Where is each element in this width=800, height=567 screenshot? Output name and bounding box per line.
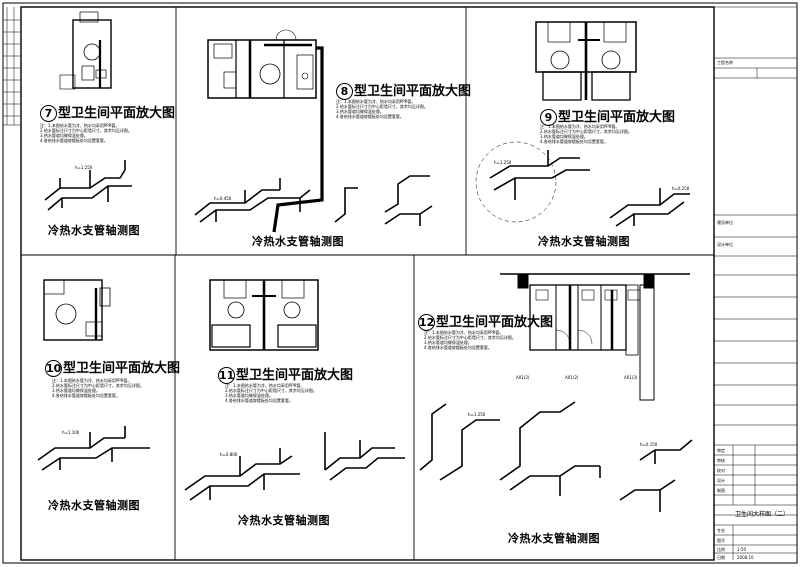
plan-12 xyxy=(500,273,690,401)
panel-num-10: 10 xyxy=(45,360,62,377)
tb-row-3: 审定 xyxy=(717,448,725,453)
note-7-0: 注：1.本图给水管为冷、热水均采用PPR管。 xyxy=(40,123,120,128)
elev-label: h=0.450 xyxy=(214,196,232,201)
title-8-text: 型卫生间平面放大图 xyxy=(354,84,472,99)
tb-row-1: 建设单位 xyxy=(717,220,733,225)
tb-row-8: 专业 xyxy=(717,528,725,533)
panel-dividers xyxy=(21,7,714,560)
room-label-1: A01(2) xyxy=(516,375,530,380)
sheet-date: 2008.10 xyxy=(737,555,754,560)
tb-row-0: 工程名称 xyxy=(717,60,733,65)
title-9-text: 型卫生间平面放大图 xyxy=(558,110,676,125)
notes-9: 注：1.本图给水管为冷、热水均采用PPR管。2.给水管标注尺寸为中心距墙尺寸，其… xyxy=(540,124,632,144)
note-11-1: 2.给水管标注尺寸为中心距墙尺寸，其余均见详图。 xyxy=(225,388,317,393)
note-8-3: 4.各给排水管道穿楼板处均设置套管。 xyxy=(336,114,404,119)
note-7-2: 3.热水管道均做保温处理。 xyxy=(40,133,88,138)
note-10-3: 4.各给排水管道穿楼板处均设置套管。 xyxy=(52,393,120,398)
panel-num-11: 11 xyxy=(218,367,235,384)
room-label-2: A01(2) xyxy=(565,375,579,380)
note-7-1: 2.给水管标注尺寸为中心距墙尺寸，其余均见详图。 xyxy=(40,128,132,133)
elev-label: h=1.250 xyxy=(494,160,512,165)
tb-row-11: 日期 xyxy=(717,555,725,560)
plan-11 xyxy=(209,279,319,351)
tb-row-10: 比例 xyxy=(717,547,725,552)
note-11-3: 4.各给排水管道穿楼板处均设置套管。 xyxy=(225,398,293,403)
note-12-2: 3.热水管道均做保温处理。 xyxy=(424,340,472,345)
notes-8: 注：1.本图给水管为冷、热水均采用PPR管。2.给水管标注尺寸为中心距墙尺寸，其… xyxy=(336,99,428,119)
note-12-3: 4.各给排水管道穿楼板处均设置套管。 xyxy=(424,345,492,350)
tb-row-7: 制图 xyxy=(717,488,725,493)
axo-8 xyxy=(194,175,433,226)
axo-7 xyxy=(44,160,132,211)
plan-8 xyxy=(207,29,324,233)
panel-num-12: 12 xyxy=(418,314,435,331)
notes-10: 注：1.本图给水管为冷、热水均采用PPR管。2.给水管标注尺寸为中心距墙尺寸，其… xyxy=(52,378,144,398)
note-9-2: 3.热水管道均做保温处理。 xyxy=(540,134,588,139)
elev-label: h=1.250 xyxy=(468,412,486,417)
axo-title-12: 冷热水支管轴测图 xyxy=(508,532,600,545)
tb-row-9: 图号 xyxy=(717,538,725,543)
title-block-grid xyxy=(714,6,797,560)
panel-num-7: 7 xyxy=(40,105,57,122)
axo-title-9: 冷热水支管轴测图 xyxy=(538,235,630,248)
plan-9 xyxy=(535,21,637,101)
note-8-2: 3.热水管道均做保温处理。 xyxy=(336,109,384,114)
note-12-1: 2.给水管标注尺寸为中心距墙尺寸，其余均见详图。 xyxy=(424,335,516,340)
tb-row-2: 设计单位 xyxy=(717,242,733,247)
axo-11 xyxy=(184,432,405,501)
note-10-1: 2.给水管标注尺寸为中心距墙尺寸，其余均见详图。 xyxy=(52,383,144,388)
axo-title-11: 冷热水支管轴测图 xyxy=(238,514,330,527)
axo-title-7: 冷热水支管轴测图 xyxy=(48,224,140,237)
axo-title-8: 冷热水支管轴测图 xyxy=(252,235,344,248)
note-9-3: 4.各给排水管道穿楼板处均设置套管。 xyxy=(540,139,608,144)
panel-num-9: 9 xyxy=(540,109,557,126)
title-11-text: 型卫生间平面放大图 xyxy=(236,368,354,383)
note-9-1: 2.给水管标注尺寸为中心距墙尺寸，其余均见详图。 xyxy=(540,129,632,134)
elev-label: h=0.800 xyxy=(220,452,238,457)
title-12-text: 型卫生间平面放大图 xyxy=(436,315,554,330)
elev-label: h=1.250 xyxy=(75,165,93,170)
axo-9 xyxy=(475,141,690,227)
plan-10 xyxy=(43,279,111,341)
axo-10 xyxy=(37,426,150,471)
sheet-scale: 1:50 xyxy=(737,547,746,552)
note-9-0: 注：1.本图给水管为冷、热水均采用PPR管。 xyxy=(540,124,620,129)
elev-label: h=0.150 xyxy=(640,442,658,447)
note-11-2: 3.热水管道均做保温处理。 xyxy=(225,393,273,398)
elev-label: h=1.100 xyxy=(62,430,80,435)
note-10-2: 3.热水管道均做保温处理。 xyxy=(52,388,100,393)
inner-border xyxy=(20,6,715,561)
note-12-0: 注：1.本图给水管为冷、热水均采用PPR管。 xyxy=(424,330,504,335)
plan-7 xyxy=(59,11,112,90)
note-8-0: 注：1.本图给水管为冷、热水均采用PPR管。 xyxy=(336,99,416,104)
panel-num-8: 8 xyxy=(336,83,353,100)
title-10-text: 型卫生间平面放大图 xyxy=(63,361,181,376)
axo-12 xyxy=(419,401,693,512)
note-10-0: 注：1.本图给水管为冷、热水均采用PPR管。 xyxy=(52,378,132,383)
tb-row-6: 设计 xyxy=(717,478,725,483)
room-label-3: A01(3) xyxy=(624,375,638,380)
note-7-3: 4.各给排水管道穿楼板处均设置套管。 xyxy=(40,138,108,143)
title-7-text: 型卫生间平面放大图 xyxy=(58,106,176,121)
notes-11: 注：1.本图给水管为冷、热水均采用PPR管。2.给水管标注尺寸为中心距墙尺寸，其… xyxy=(225,383,317,403)
sheet-title: 卫生间大样图（二） xyxy=(735,511,790,518)
notes-7: 注：1.本图给水管为冷、热水均采用PPR管。2.给水管标注尺寸为中心距墙尺寸，其… xyxy=(40,123,132,143)
note-8-1: 2.给水管标注尺寸为中心距墙尺寸，其余均见详图。 xyxy=(336,104,428,109)
axo-title-10: 冷热水支管轴测图 xyxy=(48,499,140,512)
left-strip xyxy=(3,7,21,126)
tb-row-4: 审核 xyxy=(717,458,725,463)
note-11-0: 注：1.本图给水管为冷、热水均采用PPR管。 xyxy=(225,383,305,388)
tb-row-5: 校对 xyxy=(717,468,725,473)
elev-label: h=0.250 xyxy=(672,186,690,191)
notes-12: 注：1.本图给水管为冷、热水均采用PPR管。2.给水管标注尺寸为中心距墙尺寸，其… xyxy=(424,330,516,350)
